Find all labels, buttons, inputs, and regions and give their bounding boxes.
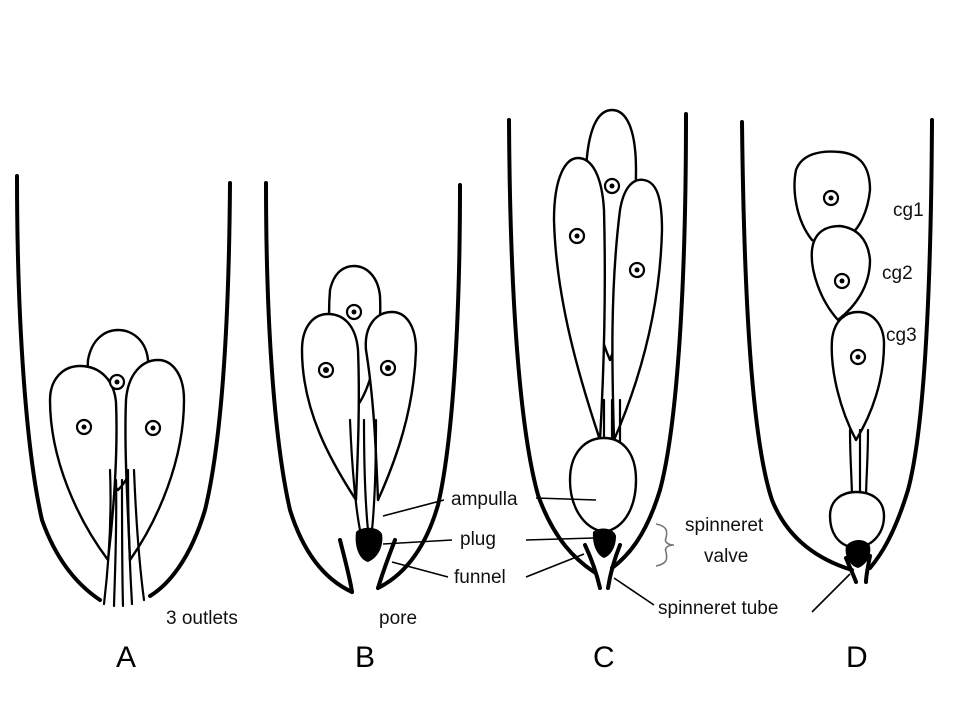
label-ampulla: ampulla [451, 489, 518, 510]
panel-c-nucleolus-top [609, 183, 615, 189]
label-cg3: cg3 [886, 325, 917, 346]
panel-a-cell-left [48, 364, 118, 562]
panel-d-ampulla [828, 490, 886, 550]
panel-a-duct-5 [132, 468, 146, 602]
panel-a-duct-2 [112, 478, 118, 608]
panel-letter-d: D [846, 641, 868, 674]
leader-ampulla-b [382, 499, 445, 517]
panel-d-duct-1 [848, 428, 854, 502]
panel-letter-a: A [116, 641, 136, 674]
panel-letters: A B C D [116, 641, 868, 674]
label-plug: plug [460, 529, 496, 550]
labels: 3 outlets pore ampulla plug funnel spinn… [166, 200, 924, 629]
leader-funnel-c [525, 553, 585, 578]
panel-d-wall-left [740, 120, 854, 572]
panel-d-drawing [740, 118, 934, 584]
panel-b-cell-right [364, 310, 418, 502]
panel-b-funnel-left [338, 538, 354, 594]
panel-c-cell-right [611, 178, 664, 442]
leader-ampulla-c [535, 497, 597, 501]
panel-letter-c: C [593, 641, 615, 674]
panel-d-nucleolus-cg1 [828, 195, 834, 201]
panel-a-duct-4 [126, 468, 134, 606]
panel-c-nucleolus-right [634, 267, 640, 273]
label-pore: pore [379, 608, 417, 629]
panel-b-nucleolus-left [323, 367, 329, 373]
panel-c-nucleolus-left [574, 233, 580, 239]
panel-c-ampulla [568, 436, 638, 534]
panel-d-nucleolus-cg3 [855, 354, 861, 360]
label-cg2: cg2 [882, 263, 913, 284]
leader-lines [382, 497, 851, 613]
panel-a-drawing [15, 174, 232, 608]
panel-b-plug [355, 527, 383, 562]
panel-a-duct-1 [102, 468, 112, 606]
panel-b-wall-left [264, 181, 354, 594]
panel-d-tube-left [844, 556, 858, 584]
label-spinneret-valve-line1: spinneret [685, 515, 764, 536]
panel-c-tube-right [606, 543, 622, 590]
panel-c-plug [592, 528, 616, 558]
panel-c-wall-left [507, 118, 596, 574]
panel-a-wall-left [15, 174, 102, 602]
panel-b-nucleolus-top [351, 309, 357, 315]
panel-d-plug [845, 540, 871, 568]
panel-d-wall-right [868, 118, 934, 570]
leader-spinneret-tube-c [613, 577, 655, 606]
leader-plug-c [525, 537, 595, 541]
panel-b-cell-left [300, 312, 361, 502]
panel-c-wall-right [610, 112, 688, 570]
label-cg1: cg1 [893, 200, 924, 221]
spinneret-valve-brace [655, 523, 675, 567]
panel-b-duct-2 [362, 418, 370, 532]
label-3-outlets: 3 outlets [166, 608, 238, 629]
panel-a-nucleolus-right [150, 425, 156, 431]
panel-a-nucleolus-left [81, 424, 87, 430]
panel-d-cell-cg3 [830, 310, 886, 442]
panel-c-tube-left [583, 543, 602, 590]
label-spinneret-tube: spinneret tube [658, 598, 778, 619]
leader-funnel-b [391, 561, 449, 578]
panel-a-nucleolus-top [114, 379, 120, 385]
panel-letter-b: B [355, 641, 375, 674]
panel-b-duct-3 [370, 418, 378, 532]
panel-c-cell-left [552, 156, 606, 442]
panel-a-duct-3 [120, 478, 125, 608]
leader-spinneret-tube-d [811, 573, 851, 613]
label-funnel: funnel [454, 567, 506, 588]
panel-d-nucleolus-cg2 [839, 278, 845, 284]
panel-d-tube-right [864, 554, 872, 584]
panel-b-funnel-right [376, 538, 397, 590]
panel-b-duct-1 [348, 418, 362, 532]
panel-b-nucleolus-right [385, 365, 391, 371]
panel-b-drawing [264, 181, 462, 594]
panel-d-duct-3 [864, 428, 870, 502]
panel-a-wall-right [148, 181, 232, 598]
label-spinneret-valve-line2: valve [704, 546, 748, 567]
leader-plug-b [382, 539, 453, 545]
panel-c-drawing [507, 108, 688, 590]
panel-a-cell-right [124, 358, 186, 562]
